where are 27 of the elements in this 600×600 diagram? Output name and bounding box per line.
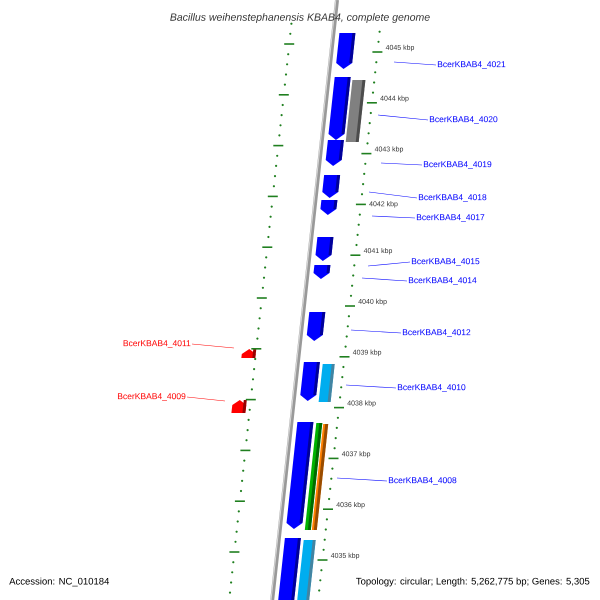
gene-label: BcerKBAB4_4017	[416, 214, 484, 222]
gene-label: BcerKBAB4_4015	[412, 258, 480, 266]
leader-line	[368, 262, 410, 266]
leader-line	[350, 330, 402, 334]
gene-label: BcerKBAB4_4008	[388, 477, 456, 485]
leader-line	[362, 278, 408, 282]
leader-line	[378, 114, 428, 120]
gene-label: BcerKBAB4_4020	[430, 116, 498, 124]
leader-line	[346, 384, 396, 388]
leader-line	[186, 396, 226, 402]
leader-line	[380, 162, 422, 166]
gene-label: BcerKBAB4_4011	[124, 340, 190, 348]
leader-line	[192, 344, 234, 348]
summary-text: Topology: circular; Length: 5,262,775 bp; Genes: 5,305	[356, 578, 590, 586]
gene-label: BcerKBAB4_4009	[118, 393, 186, 401]
title: Bacillus weihenstephanensis KBAB4, complete genome	[170, 13, 430, 23]
leader-line	[368, 192, 418, 198]
leader-line	[336, 478, 388, 482]
gene-label: BcerKBAB4_4012	[402, 329, 470, 337]
gene-label: BcerKBAB4_4010	[398, 384, 466, 392]
gene-label: BcerKBAB4_4019	[424, 161, 492, 169]
leader-line	[372, 216, 416, 218]
leader-line	[394, 62, 436, 66]
gene-label: BcerKBAB4_4014	[408, 277, 476, 285]
gene-label: BcerKBAB4_4018	[418, 194, 486, 202]
accession-text: Accession: NC_010184	[9, 578, 110, 586]
gene-label: BcerKBAB4_4021	[438, 61, 506, 69]
